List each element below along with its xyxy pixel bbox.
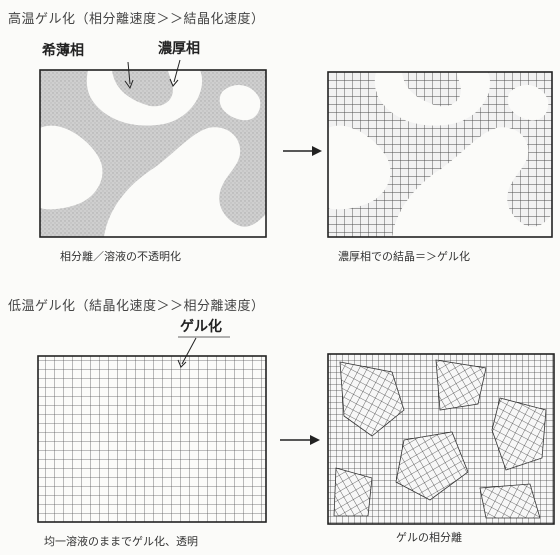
heading-low-temp-gelation: 低温ゲル化（結晶化速度＞＞相分離速度） xyxy=(8,299,265,314)
arrow-icon-bottom xyxy=(280,435,320,445)
crystallization-panel xyxy=(327,71,553,238)
uniform-gel-panel xyxy=(37,336,267,523)
gel-phase-separation-panel xyxy=(327,353,555,525)
label-concentrated-phase: 濃厚相 xyxy=(158,41,200,57)
caption-uniform-gel: 均一溶液のままでゲル化、透明 xyxy=(44,535,198,548)
arrow-icon-top xyxy=(283,146,322,156)
caption-gel-phase-separation: ゲルの相分離 xyxy=(396,531,462,544)
caption-crystallization: 濃厚相での結晶＝＞ゲル化 xyxy=(338,250,470,263)
caption-phase-separation: 相分離／溶液の不透明化 xyxy=(60,250,181,263)
phase-separation-panel xyxy=(39,59,267,238)
label-gelation: ゲル化 xyxy=(180,319,222,335)
heading-high-temp-gelation: 高温ゲル化（相分離速度＞＞結晶化速度） xyxy=(8,12,265,27)
label-dilute-phase: 希薄相 xyxy=(42,43,84,59)
